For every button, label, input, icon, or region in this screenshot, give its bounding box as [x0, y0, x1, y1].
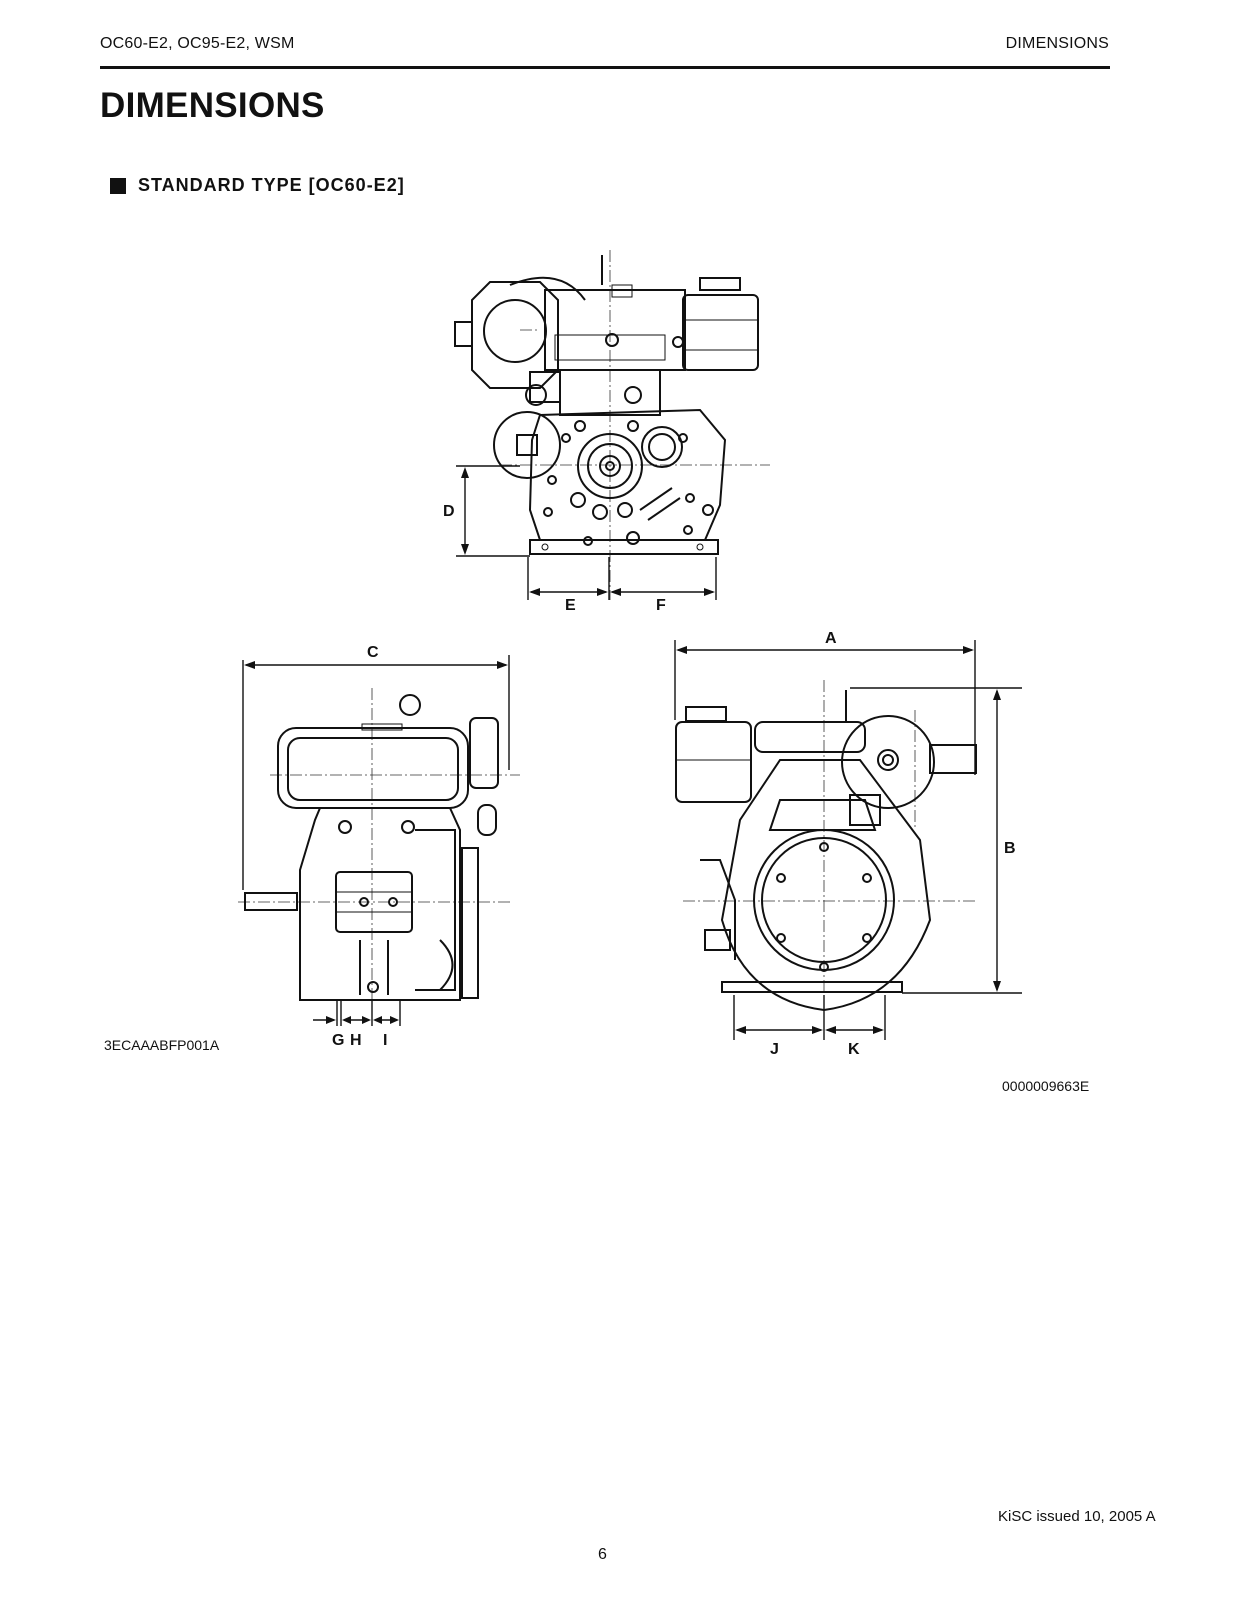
dimension-label-i: I — [383, 1032, 387, 1049]
header-divider — [100, 66, 1110, 69]
figure-code-left: 3ECAAABFP001A — [104, 1037, 220, 1053]
header-document-title: OC60-E2, OC95-E2, WSM — [100, 35, 295, 52]
page-title: DIMENSIONS — [100, 86, 325, 125]
dimension-label-e: E — [565, 597, 576, 614]
header-section-name: DIMENSIONS — [1005, 35, 1109, 52]
dimension-label-b: B — [1004, 840, 1016, 857]
side-view-drawing — [238, 655, 520, 1026]
dimension-label-k: K — [848, 1041, 860, 1058]
dimension-label-h: H — [350, 1032, 362, 1049]
dimension-label-f: F — [656, 597, 666, 614]
figure-code-right: 0000009663E — [1002, 1078, 1090, 1094]
issue-note: KiSC issued 10, 2005 A — [998, 1508, 1156, 1525]
dimension-label-g: G — [332, 1032, 344, 1049]
dimension-label-a: A — [825, 630, 837, 647]
section-title: STANDARD TYPE [OC60-E2] — [138, 175, 405, 195]
dimension-label-j: J — [770, 1041, 779, 1058]
rear-view-drawing — [674, 640, 1022, 1040]
filled-square-icon — [110, 177, 126, 194]
front-view-drawing — [454, 250, 770, 600]
dimension-label-c: C — [367, 644, 379, 661]
section-heading: STANDARD TYPE [OC60-E2] — [110, 175, 405, 196]
page-number: 6 — [598, 1546, 607, 1563]
dimension-label-d: D — [443, 503, 455, 520]
